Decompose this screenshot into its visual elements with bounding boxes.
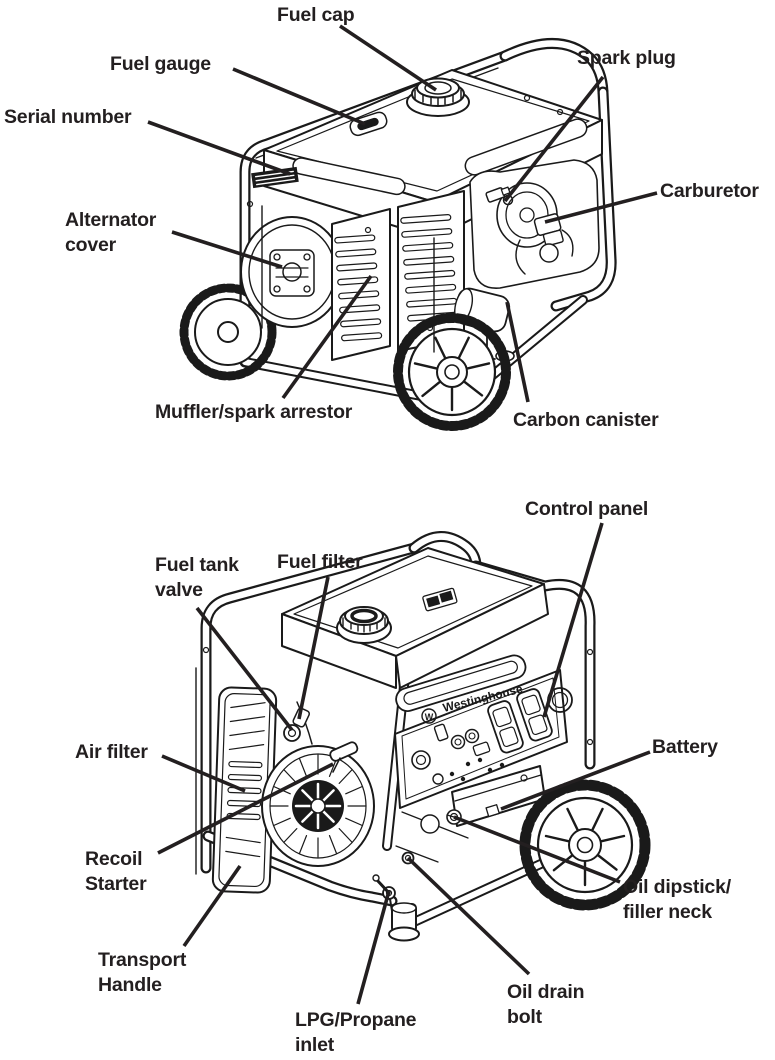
generator-illustration-front-right [179,38,617,431]
callout-label-oil-drain-bolt: Oil drain bolt [507,981,585,1028]
alternator-cover-drawing [240,216,344,328]
leader-line-muffler-spark-arrestor [281,274,373,400]
louver-panels [331,190,465,361]
leader-line-oil-drain-bolt [406,856,531,976]
housing-slot [395,654,527,712]
control-panel-drawing [394,669,573,809]
spark-plug-drawing [485,186,514,206]
leader-line-fuel-tank-valve [195,606,294,732]
leader-line-fuel-cap [339,24,437,92]
callout-label-oil-dipstick-filler-neck: Oil dipstick/ filler neck [623,876,731,923]
callout-label-fuel-filter: Fuel filter [277,551,363,573]
callout-label-fuel-tank-valve: Fuel tank valve [155,554,239,601]
fuel-gauge-drawing [349,111,388,137]
generator-illustration-rear-left: Westinghouse W [195,531,651,942]
callout-label-control-panel: Control panel [525,498,649,520]
leader-line-oil-dipstick-filler-neck [453,815,621,884]
leader-line-fuel-gauge [232,67,366,126]
leader-line-serial-number [147,120,291,176]
callout-label-fuel-gauge: Fuel gauge [110,53,211,75]
callout-label-transport-handle: Transport Handle [98,949,187,996]
westinghouse-w-mark: W [425,712,434,722]
frame-tubes-top-view [239,38,617,405]
recoil-starter-drawing [261,741,375,867]
leader-line-lpg-propane-inlet [356,890,391,1005]
right-wheel-bottom-view [519,779,651,911]
leader-line-fuel-filter [297,576,330,720]
leader-line-spark-plug [503,75,605,203]
leader-line-air-filter [161,754,246,793]
leader-line-recoil-starter [157,762,334,855]
callout-label-recoil-starter: Recoil Starter [85,848,147,895]
leader-line-control-panel [542,522,604,718]
callout-label-spark-plug: Spark plug [577,47,676,69]
callout-label-battery: Battery [652,736,718,758]
callout-label-serial-number: Serial number [4,106,132,128]
callout-label-air-filter: Air filter [75,741,148,763]
fuel-cap-drawing [406,77,470,117]
leader-line-carbon-canister [505,301,530,403]
leader-line-carburetor [544,191,658,224]
engine-underside [395,811,469,863]
callout-label-muffler-spark-arrestor: Muffler/spark arrestor [155,401,353,423]
callout-label-carburetor: Carburetor [660,180,759,202]
callout-label-carbon-canister: Carbon canister [513,409,659,431]
leader-lines-layer [147,24,658,1005]
leader-line-battery [500,750,651,811]
callout-label-alternator-cover: Alternator cover [65,209,157,256]
fuel-cap-bottom-drawing [336,606,392,644]
left-wheel-top-view [179,283,277,381]
fuel-valve-filter-drawing [283,701,313,745]
callout-label-fuel-cap: Fuel cap [277,4,355,26]
support-foot-drawing [388,902,420,942]
right-wheel-top-view [393,313,511,431]
callout-label-lpg-propane-inlet: LPG/Propane inlet [295,1009,417,1056]
leader-line-alternator-cover [171,230,283,269]
leader-line-transport-handle [182,864,242,948]
